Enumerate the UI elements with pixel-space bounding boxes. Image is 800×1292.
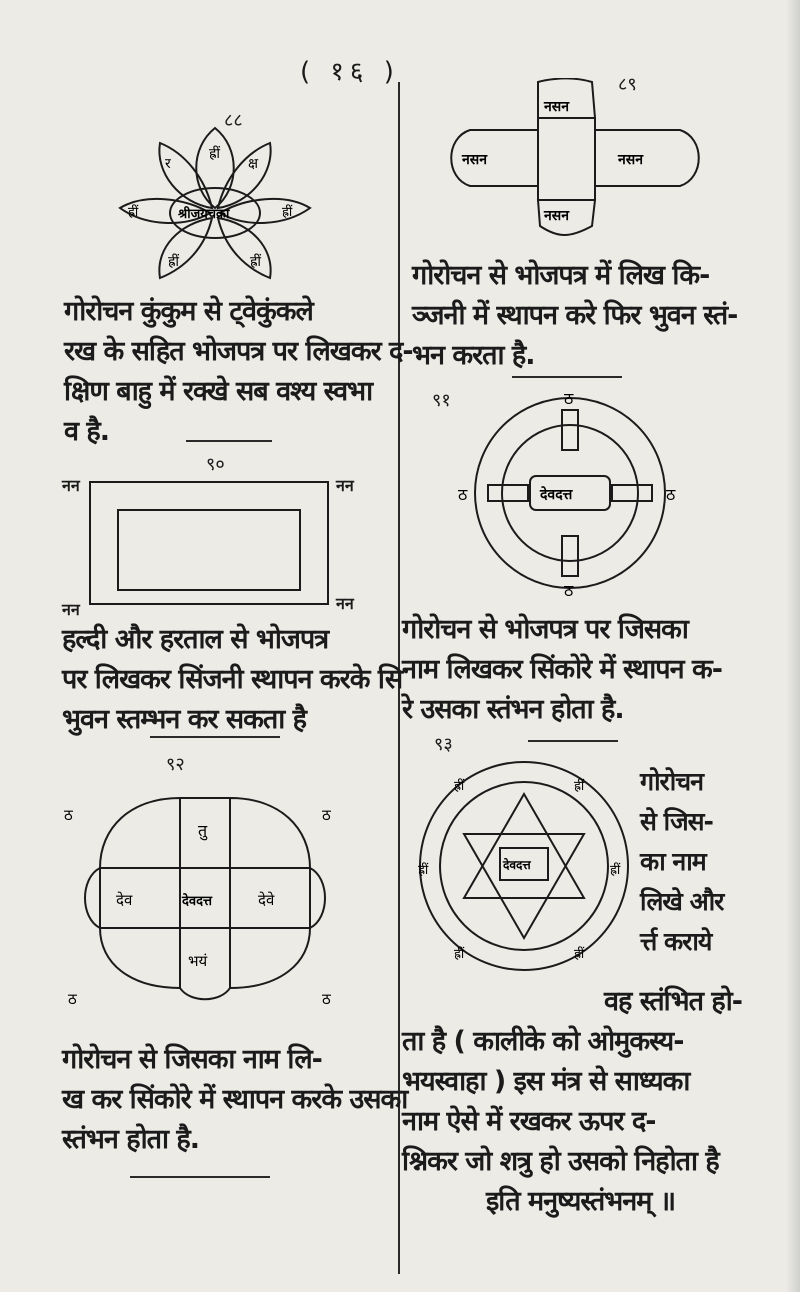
svg-text:र: र [165, 156, 171, 172]
svg-text:ठ: ठ [322, 806, 331, 824]
svg-text:ह्रीं: ह्रीं [128, 204, 139, 220]
right-side-text: गोरोचन से जिस- का नाम लिखे और र्त्त कराय… [640, 767, 724, 956]
svg-text:ठ: ठ [68, 990, 77, 1008]
figure-89-number: ८९ [618, 74, 637, 95]
svg-text:नसन: नसन [543, 208, 570, 224]
svg-text:ह्रीं: ह्रीं [282, 204, 293, 220]
rule [512, 376, 622, 378]
svg-text:ह्रीं: ह्रीं [574, 778, 585, 794]
column-divider [398, 82, 400, 1274]
svg-text:तु: तु [198, 821, 208, 841]
svg-text:ठ: ठ [564, 581, 574, 600]
rule [150, 736, 280, 738]
page-edge-shadow [786, 0, 800, 1292]
svg-text:देवदत्त: देवदत्त [181, 893, 213, 909]
svg-text:देवदत्त: देवदत्त [539, 486, 574, 503]
svg-text:देव: देव [116, 891, 133, 909]
figure-91-circle-yantra: ठ ठ ठ ठ देवदत्त [458, 390, 676, 600]
left-paragraph-2: हल्दी और हरताल से भोजपत्र पर लिखकर सिंजन… [62, 624, 403, 735]
right-paragraph-1: गोरोचन से भोजपत्र में लिख कि- ञ्जनी में … [412, 260, 738, 371]
figure-92-number: ९२ [166, 754, 185, 775]
left-paragraph-3: गोरोचन से जिसका नाम लि- ख कर सिंकोरे में… [62, 1044, 408, 1155]
figure-88-lotus-yantra: ह्रीं र क्ष ह्रीं ह्रीं ह्रीं ह्रीं श्री… [118, 126, 312, 280]
svg-text:ठ: ठ [64, 806, 73, 824]
svg-text:ठ: ठ [666, 485, 676, 504]
svg-text:ह्रीं: ह्रीं [250, 253, 261, 270]
figure-90-corner-top-left: नन [62, 476, 80, 495]
svg-text:ठ: ठ [564, 390, 574, 408]
rule [186, 440, 272, 442]
figure-90-number: ९० [206, 454, 225, 475]
svg-text:ह्रीं: ह्रीं [454, 946, 465, 962]
svg-text:ह्रीं: ह्रीं [574, 946, 585, 962]
figure-88-number: ८८ [224, 110, 243, 131]
right-paragraph-3-first-line: वह स्तंभित हो- [604, 986, 743, 1017]
rule [130, 1176, 270, 1178]
figure-92-petal-yantra: ठ ठ ठ ठ तु देव देवदत्त देवे भयं [64, 796, 331, 1008]
figure-90-corner-bottom-right: नन [336, 594, 354, 613]
left-paragraph-1: गोरोचन कुंकुम से ट्वेकुंकले रख के सहित भ… [64, 296, 414, 447]
svg-text:देवे: देवे [258, 891, 275, 909]
svg-text:ह्रीं: ह्रीं [418, 862, 429, 878]
figure-90-rectangle-yantra [89, 481, 329, 605]
svg-text:ठ: ठ [322, 990, 331, 1008]
figure-91-number: ९१ [432, 390, 451, 411]
lotus-center-label: श्रीजयचक्रा [177, 206, 230, 222]
svg-text:देवदत्त: देवदत्त [502, 858, 531, 872]
lotus-label-top: ह्रीं [209, 145, 220, 162]
figure-89-cross-yantra: नसन नसन नसन नसन [450, 78, 700, 236]
svg-text:नसन: नसन [461, 152, 488, 168]
rule [528, 740, 618, 742]
svg-text:क्ष: क्ष [248, 156, 259, 172]
figure-90-corner-top-right: नन [336, 476, 354, 495]
svg-text:ह्रीं: ह्रीं [454, 778, 465, 794]
svg-text:ह्रीं: ह्रीं [168, 253, 179, 270]
page-number: ( १६ ) [300, 57, 400, 87]
svg-text:ठ: ठ [458, 485, 468, 504]
right-paragraph-2: गोरोचन से भोजपत्र पर जिसका नाम लिखकर सिं… [402, 614, 723, 725]
figure-93-star-yantra: ह्रीं ह्रीं ह्रीं ह्रीं ह्रीं ह्रीं देवद… [418, 761, 629, 971]
figure-93-number: ९३ [434, 734, 453, 755]
figure-90-corner-bottom-left: नन [62, 600, 80, 619]
svg-text:ह्रीं: ह्रीं [610, 862, 621, 878]
svg-text:भयं: भयं [188, 952, 208, 970]
svg-text:नसन: नसन [617, 152, 644, 168]
svg-text:नसन: नसन [543, 99, 570, 115]
right-paragraph-3: ता है ( कालीके को ओमुकस्य- भयस्वाहा ) इस… [402, 1026, 720, 1217]
